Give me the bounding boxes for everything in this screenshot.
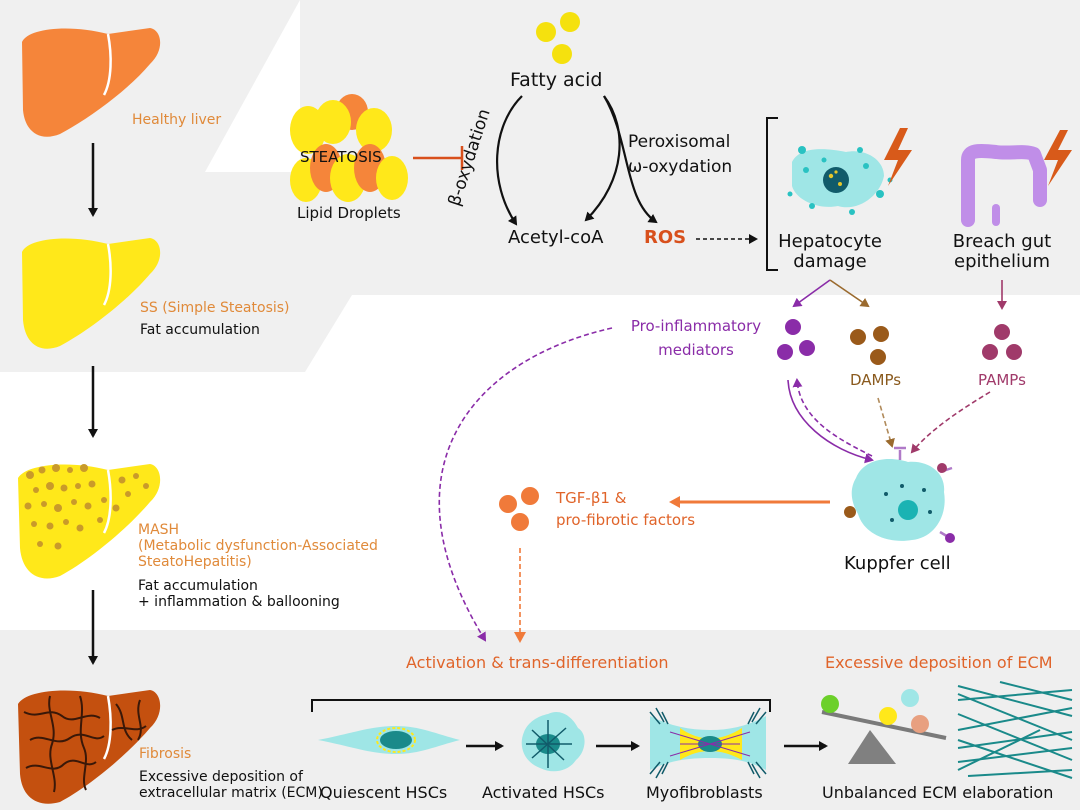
pamps-label: PAMPs	[978, 371, 1026, 389]
kupffer-cell-label: Kuppfer cell	[844, 553, 951, 574]
ecm-title: Excessive deposition of ECM	[825, 653, 1053, 672]
healthy-liver-icon	[22, 28, 161, 137]
omega-oxidation-label: ω-oxydation	[628, 157, 733, 177]
healthy-liver-label: Healthy liver	[132, 112, 222, 128]
gut-icon	[961, 130, 1072, 227]
damage-to-mediators-arrows	[792, 279, 1007, 310]
tgf-dots	[499, 487, 539, 531]
activated-hsc-label: Activated HSCs	[482, 783, 605, 802]
quiescent-hsc-label: Quiescent HSCs	[320, 783, 448, 802]
ss-liver-icon	[22, 238, 161, 349]
mash-label: MASH	[138, 522, 180, 538]
peroxisomal-label: Peroxisomal	[628, 132, 731, 152]
mash-desc: Fat accumulation	[138, 578, 258, 594]
breach-gut-label-line2: epithelium	[954, 251, 1050, 272]
tgf-label: TGF-β1 &	[556, 489, 627, 507]
mash-desc-line2: + inflammation & ballooning	[138, 594, 340, 610]
inhibition-line	[413, 146, 464, 170]
fatty-acid-icon	[536, 12, 580, 64]
mash-liver-icon	[18, 464, 161, 579]
hepatocyte-damage-label-line2: damage	[793, 251, 867, 272]
ss-desc: Fat accumulation	[140, 322, 260, 338]
mash-label-line3: SteatoHepatitis)	[138, 554, 252, 570]
pro-inflammatory-long-arrow	[438, 327, 613, 642]
breach-gut-label: Breach gut	[952, 231, 1052, 252]
lipid-droplets-label: Lipid Droplets	[297, 204, 401, 222]
damage-bracket	[766, 117, 778, 271]
kupffer-cell-icon	[844, 446, 955, 543]
ss-label: SS (Simple Steatosis)	[140, 300, 290, 316]
fibrosis-label: Fibrosis	[139, 746, 192, 762]
pro-inflammatory-dots	[777, 319, 815, 360]
acetyl-coa-label: Acetyl-coA	[508, 227, 604, 248]
hepatocyte-damage-icon	[787, 128, 912, 215]
pro-inflammatory-label-line2: mediators	[658, 341, 734, 359]
quiescent-hsc-icon	[318, 726, 460, 754]
myofibroblasts-label: Myofibroblasts	[646, 783, 763, 802]
ros-label: ROS	[644, 227, 687, 248]
fibrosis-desc-line2: extracellular matrix (ECM)	[139, 785, 323, 801]
myofibroblasts-icon	[649, 707, 767, 779]
ecm-fibers-icon	[957, 681, 1073, 779]
damps-dots	[850, 326, 889, 365]
mediators-to-kupffer-arrows	[787, 378, 991, 464]
pamps-dots	[982, 324, 1022, 360]
fatty-acid-label: Fatty acid	[510, 69, 603, 91]
fibrosis-liver-icon	[18, 690, 161, 804]
hepatocyte-damage-label: Hepatocyte	[778, 231, 882, 252]
pro-inflammatory-label: Pro-inflammatory	[630, 317, 762, 335]
hsc-bracket	[311, 699, 771, 712]
damps-label: DAMPs	[850, 371, 902, 389]
activation-title: Activation & trans-differentiation	[406, 653, 669, 672]
tgf-label-line2: pro-fibrotic factors	[556, 511, 696, 529]
lipid-droplets-icon	[290, 94, 408, 202]
fibrosis-desc: Excessive deposition of	[139, 769, 303, 785]
steatosis-label: STEATOSIS	[300, 148, 382, 166]
unbalanced-seesaw-icon	[821, 689, 947, 764]
mash-label-line2: (Metabolic dysfunction-Associated	[138, 538, 378, 554]
oxidation-arrows	[495, 95, 658, 226]
unbalanced-ecm-label: Unbalanced ECM elaboration	[822, 783, 1054, 802]
activated-hsc-icon	[521, 711, 585, 772]
